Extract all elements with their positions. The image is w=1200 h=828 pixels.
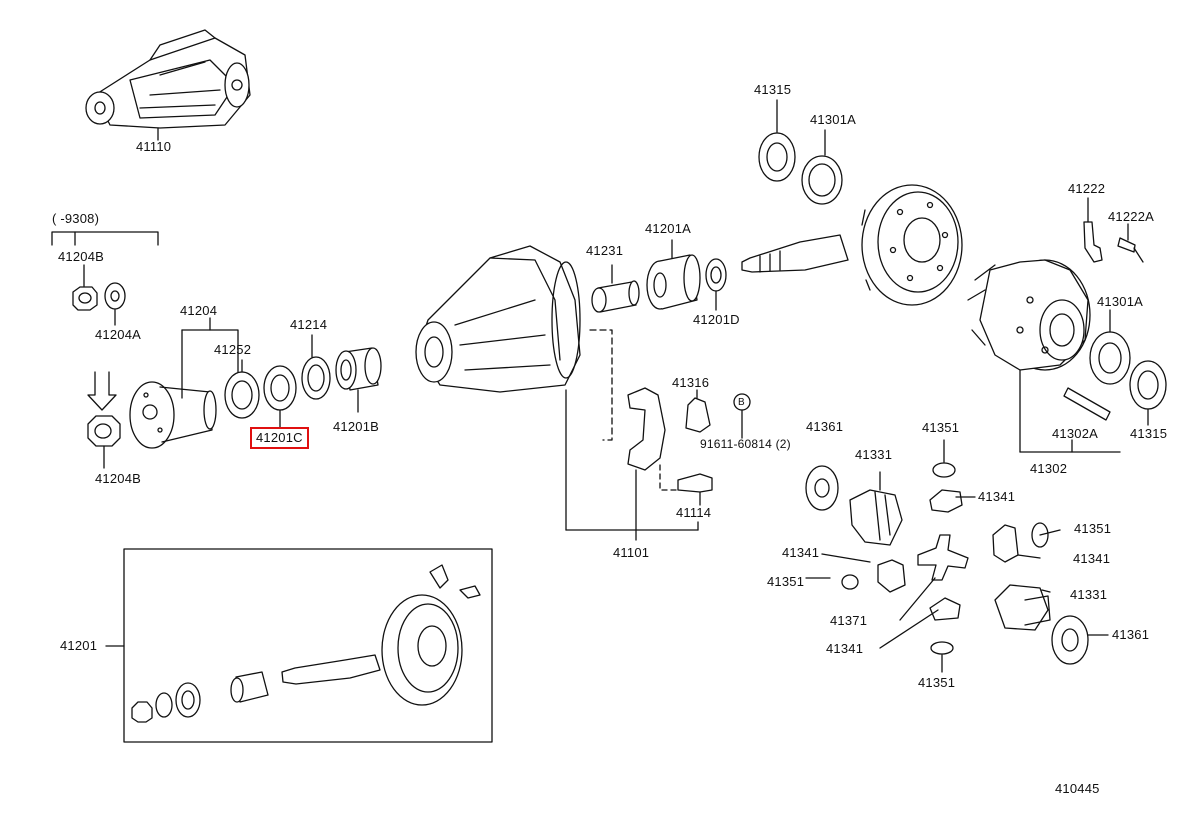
label-41371: 41371 <box>830 613 868 628</box>
label-41204a: 41204A <box>95 327 142 342</box>
label-41351-c: 41351 <box>767 574 805 589</box>
label-41301a-top: 41301A <box>810 112 857 127</box>
cap-lock-and-bolt-drawing <box>677 389 751 506</box>
label-41331-bottom: 41331 <box>1070 587 1108 602</box>
range-note: ( -9308) <box>52 211 100 226</box>
bearing-cap-drawing <box>627 387 666 471</box>
label-41341-a: 41341 <box>978 489 1016 504</box>
side-bearing-and-shim-right-drawing <box>1089 309 1167 426</box>
label-41302a: 41302A <box>1052 426 1099 441</box>
rear-bearing-drawing <box>646 239 701 310</box>
carrier-housing-drawing <box>415 245 699 541</box>
companion-nut-and-washer-drawing <box>72 264 126 326</box>
label-41101: 41101 <box>613 545 650 560</box>
oil-slinger-drawing <box>224 359 260 419</box>
label-41252: 41252 <box>214 342 252 357</box>
companion-flange-drawing <box>129 317 239 449</box>
case-bolt-drawing <box>1063 387 1111 421</box>
label-41214: 41214 <box>290 317 328 332</box>
label-41204: 41204 <box>180 303 218 318</box>
label-41204b-bottom: 41204B <box>95 471 142 486</box>
differential-gears-drawing <box>805 439 1109 673</box>
label-41361-bottom: 41361 <box>1112 627 1150 642</box>
label-41204b-top: 41204B <box>58 249 105 264</box>
label-41315-right: 41315 <box>1130 426 1168 441</box>
ring-and-pinion-kit-drawing <box>131 564 481 723</box>
label-41231: 41231 <box>586 243 624 258</box>
label-41201d: 41201D <box>693 312 740 327</box>
label-41301a-right: 41301A <box>1097 294 1144 309</box>
label-41201a-left: 41201A <box>645 221 692 236</box>
label-41316: 41316 <box>672 375 710 390</box>
collapsible-spacer-drawing <box>591 264 640 313</box>
label-bolt-b: B <box>738 397 745 408</box>
arrow-down-icon <box>87 371 117 411</box>
front-bearing-drawing <box>335 347 382 413</box>
label-41222a: 41222A <box>1108 209 1155 224</box>
label-41341-c: 41341 <box>782 545 820 560</box>
range-bracket <box>51 231 159 246</box>
label-41361-top: 41361 <box>806 419 844 434</box>
assembly-guide-line <box>589 329 613 441</box>
label-41351-top: 41351 <box>922 420 960 435</box>
label-41341-d: 41341 <box>826 641 864 656</box>
label-41110: 41110 <box>136 139 172 154</box>
label-41114: 41114 <box>676 505 712 520</box>
label-91611: 91611-60814 (2) <box>700 437 791 451</box>
differential-case-drawing <box>967 259 1121 453</box>
label-41351-d: 41351 <box>918 675 956 690</box>
label-41302: 41302 <box>1030 461 1068 476</box>
label-41222: 41222 <box>1068 181 1106 196</box>
label-41341-b: 41341 <box>1073 551 1111 566</box>
label-41201-kit: 41201 <box>60 638 98 653</box>
label-41331-top: 41331 <box>855 447 893 462</box>
label-41201c-highlighted[interactable]: 41201C <box>250 427 309 449</box>
diagram-code: 410445 <box>1055 781 1100 796</box>
adjusting-lock-plate-drawing <box>1083 197 1144 263</box>
side-bearing-and-shim-top-drawing <box>758 99 843 205</box>
ring-gear-and-pinion-drawing <box>741 184 963 306</box>
label-41201b: 41201B <box>333 419 380 434</box>
companion-flange-nut-drawing <box>87 415 121 469</box>
label-41351-b: 41351 <box>1074 521 1112 536</box>
differential-carrier-assembly-drawing <box>85 29 251 141</box>
bearing-spacer-drawing <box>301 334 331 400</box>
label-41315-top: 41315 <box>754 82 792 97</box>
bearing-washer-drawing <box>705 258 727 311</box>
assembly-guide-line <box>659 464 681 491</box>
oil-seal-drawing <box>263 365 297 429</box>
